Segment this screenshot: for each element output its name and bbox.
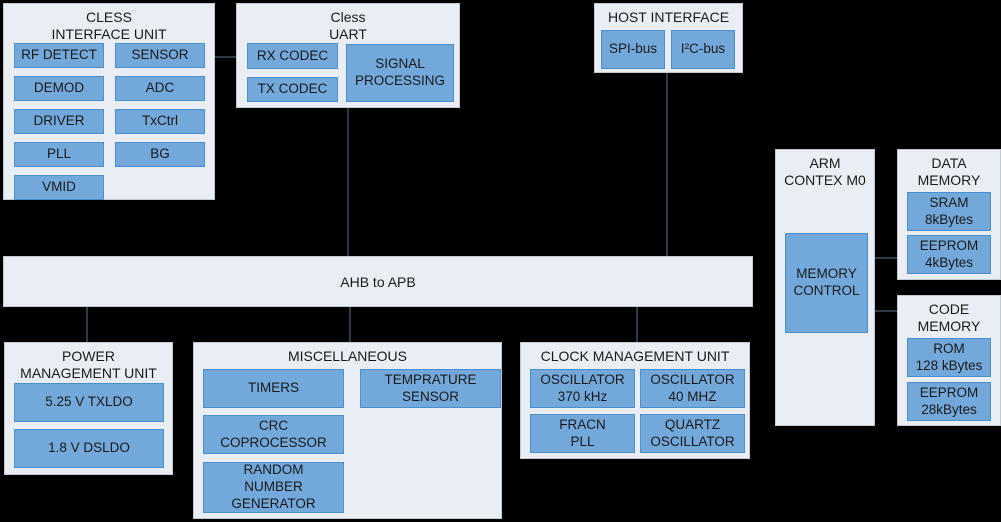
cless-interface-unit-title: CLESS INTERFACE UNIT bbox=[4, 4, 214, 43]
code-memory-unit: CODE MEMORY ROM 128 kBytes EEPROM 28kByt… bbox=[897, 295, 1001, 426]
power-management-unit-title: POWER MANAGEMENT UNIT bbox=[5, 343, 172, 382]
data-memory-title: DATA MEMORY bbox=[898, 150, 1000, 189]
block-rf-detect: RF DETECT bbox=[14, 43, 104, 68]
block-random-number-generator: RANDOM NUMBER GENERATOR bbox=[203, 462, 344, 513]
title-line: CLOCK MANAGEMENT UNIT bbox=[540, 348, 730, 364]
block-dsldo: 1.8 V DSLDO bbox=[14, 429, 164, 468]
connector-ahb-to-pmu bbox=[86, 307, 88, 342]
host-interface-unit: HOST INTERFACE SPI-bus I²C-bus bbox=[594, 3, 743, 73]
block-bg: BG bbox=[115, 142, 205, 167]
block-pll: PLL bbox=[14, 142, 104, 167]
ahb-to-apb-label: AHB to APB bbox=[340, 273, 416, 290]
title-line: Cless bbox=[330, 9, 366, 25]
block-signal-processing: SIGNAL PROCESSING bbox=[346, 44, 454, 102]
block-txctrl: TxCtrl bbox=[115, 109, 205, 134]
block-fracn-pll: FRACN PLL bbox=[530, 414, 635, 453]
miscellaneous-unit: MISCELLANEOUS TIMERS TEMPRATURE SENSOR C… bbox=[193, 342, 502, 519]
title-line: CONTEX M0 bbox=[784, 172, 866, 189]
connector-ahb-to-misc bbox=[349, 307, 351, 342]
clock-management-unit: CLOCK MANAGEMENT UNIT OSCILLATOR 370 kHz… bbox=[520, 342, 750, 459]
title-line: MISCELLANEOUS bbox=[287, 348, 408, 364]
title-line: DATA bbox=[931, 155, 967, 171]
block-sensor: SENSOR bbox=[115, 43, 205, 68]
block-sram: SRAM 8kBytes bbox=[907, 192, 991, 231]
title-line: UART bbox=[329, 26, 367, 43]
miscellaneous-title: MISCELLANEOUS bbox=[194, 343, 501, 365]
title-line: CODE bbox=[928, 301, 970, 317]
block-eeprom-4k: EEPROM 4kBytes bbox=[907, 235, 991, 274]
block-memory-control: MEMORY CONTROL bbox=[785, 233, 868, 333]
block-driver: DRIVER bbox=[14, 109, 104, 134]
title-line: MANAGEMENT UNIT bbox=[20, 365, 157, 382]
block-oscillator-370khz: OSCILLATOR 370 kHz bbox=[530, 369, 635, 408]
cless-uart-unit: Cless UART RX CODEC TX CODEC SIGNAL PROC… bbox=[236, 3, 460, 108]
title-line: HOST INTERFACE bbox=[607, 9, 730, 25]
power-management-unit: POWER MANAGEMENT UNIT 5.25 V TXLDO 1.8 V… bbox=[4, 342, 173, 475]
connector-arm-to-code-memory bbox=[875, 310, 897, 312]
connector-uart-to-ahb bbox=[347, 108, 349, 256]
host-interface-title: HOST INTERFACE bbox=[595, 4, 742, 26]
block-rom: ROM 128 kBytes bbox=[907, 338, 991, 377]
block-timers: TIMERS bbox=[203, 369, 344, 408]
arm-contex-m0-title: ARM CONTEX M0 bbox=[776, 150, 874, 189]
title-line: ARM bbox=[809, 155, 841, 171]
block-adc: ADC bbox=[115, 76, 205, 101]
block-vmid: VMID bbox=[14, 175, 104, 200]
connector-host-to-ahb bbox=[666, 73, 668, 256]
title-line: INTERFACE UNIT bbox=[51, 26, 167, 43]
title-line: MEMORY bbox=[917, 318, 981, 335]
block-oscillator-40mhz: OSCILLATOR 40 MHZ bbox=[640, 369, 745, 408]
title-line: MEMORY bbox=[917, 172, 981, 189]
block-quartz-oscillator: QUARTZ OSCILLATOR bbox=[640, 414, 745, 453]
title-line: POWER bbox=[62, 348, 115, 364]
title-line: CLESS bbox=[86, 9, 132, 25]
block-crc-coprocessor: CRC COPROCESSOR bbox=[203, 415, 344, 454]
block-eeprom-28k: EEPROM 28kBytes bbox=[907, 382, 991, 421]
clock-management-unit-title: CLOCK MANAGEMENT UNIT bbox=[521, 343, 749, 365]
block-temperature-sensor: TEMPRATURE SENSOR bbox=[360, 369, 501, 408]
data-memory-unit: DATA MEMORY SRAM 8kBytes EEPROM 4kBytes bbox=[897, 149, 1001, 280]
cless-interface-unit: CLESS INTERFACE UNIT RF DETECT SENSOR DE… bbox=[3, 3, 215, 200]
code-memory-title: CODE MEMORY bbox=[898, 296, 1000, 335]
arm-contex-m0-unit: ARM CONTEX M0 MEMORY CONTROL bbox=[775, 149, 875, 426]
connector-ahb-to-cmu bbox=[636, 307, 638, 342]
ahb-to-apb-bus: AHB to APB bbox=[3, 256, 753, 307]
block-spi-bus: SPI-bus bbox=[601, 30, 665, 69]
connector-cless-to-uart bbox=[215, 56, 236, 58]
block-txldo: 5.25 V TXLDO bbox=[14, 383, 164, 422]
cless-uart-title: Cless UART bbox=[237, 4, 459, 43]
block-demod: DEMOD bbox=[14, 76, 104, 101]
block-tx-codec: TX CODEC bbox=[247, 77, 338, 102]
block-i2c-bus: I²C-bus bbox=[671, 30, 735, 69]
block-rx-codec: RX CODEC bbox=[247, 43, 338, 69]
connector-arm-to-data-memory bbox=[875, 257, 897, 259]
